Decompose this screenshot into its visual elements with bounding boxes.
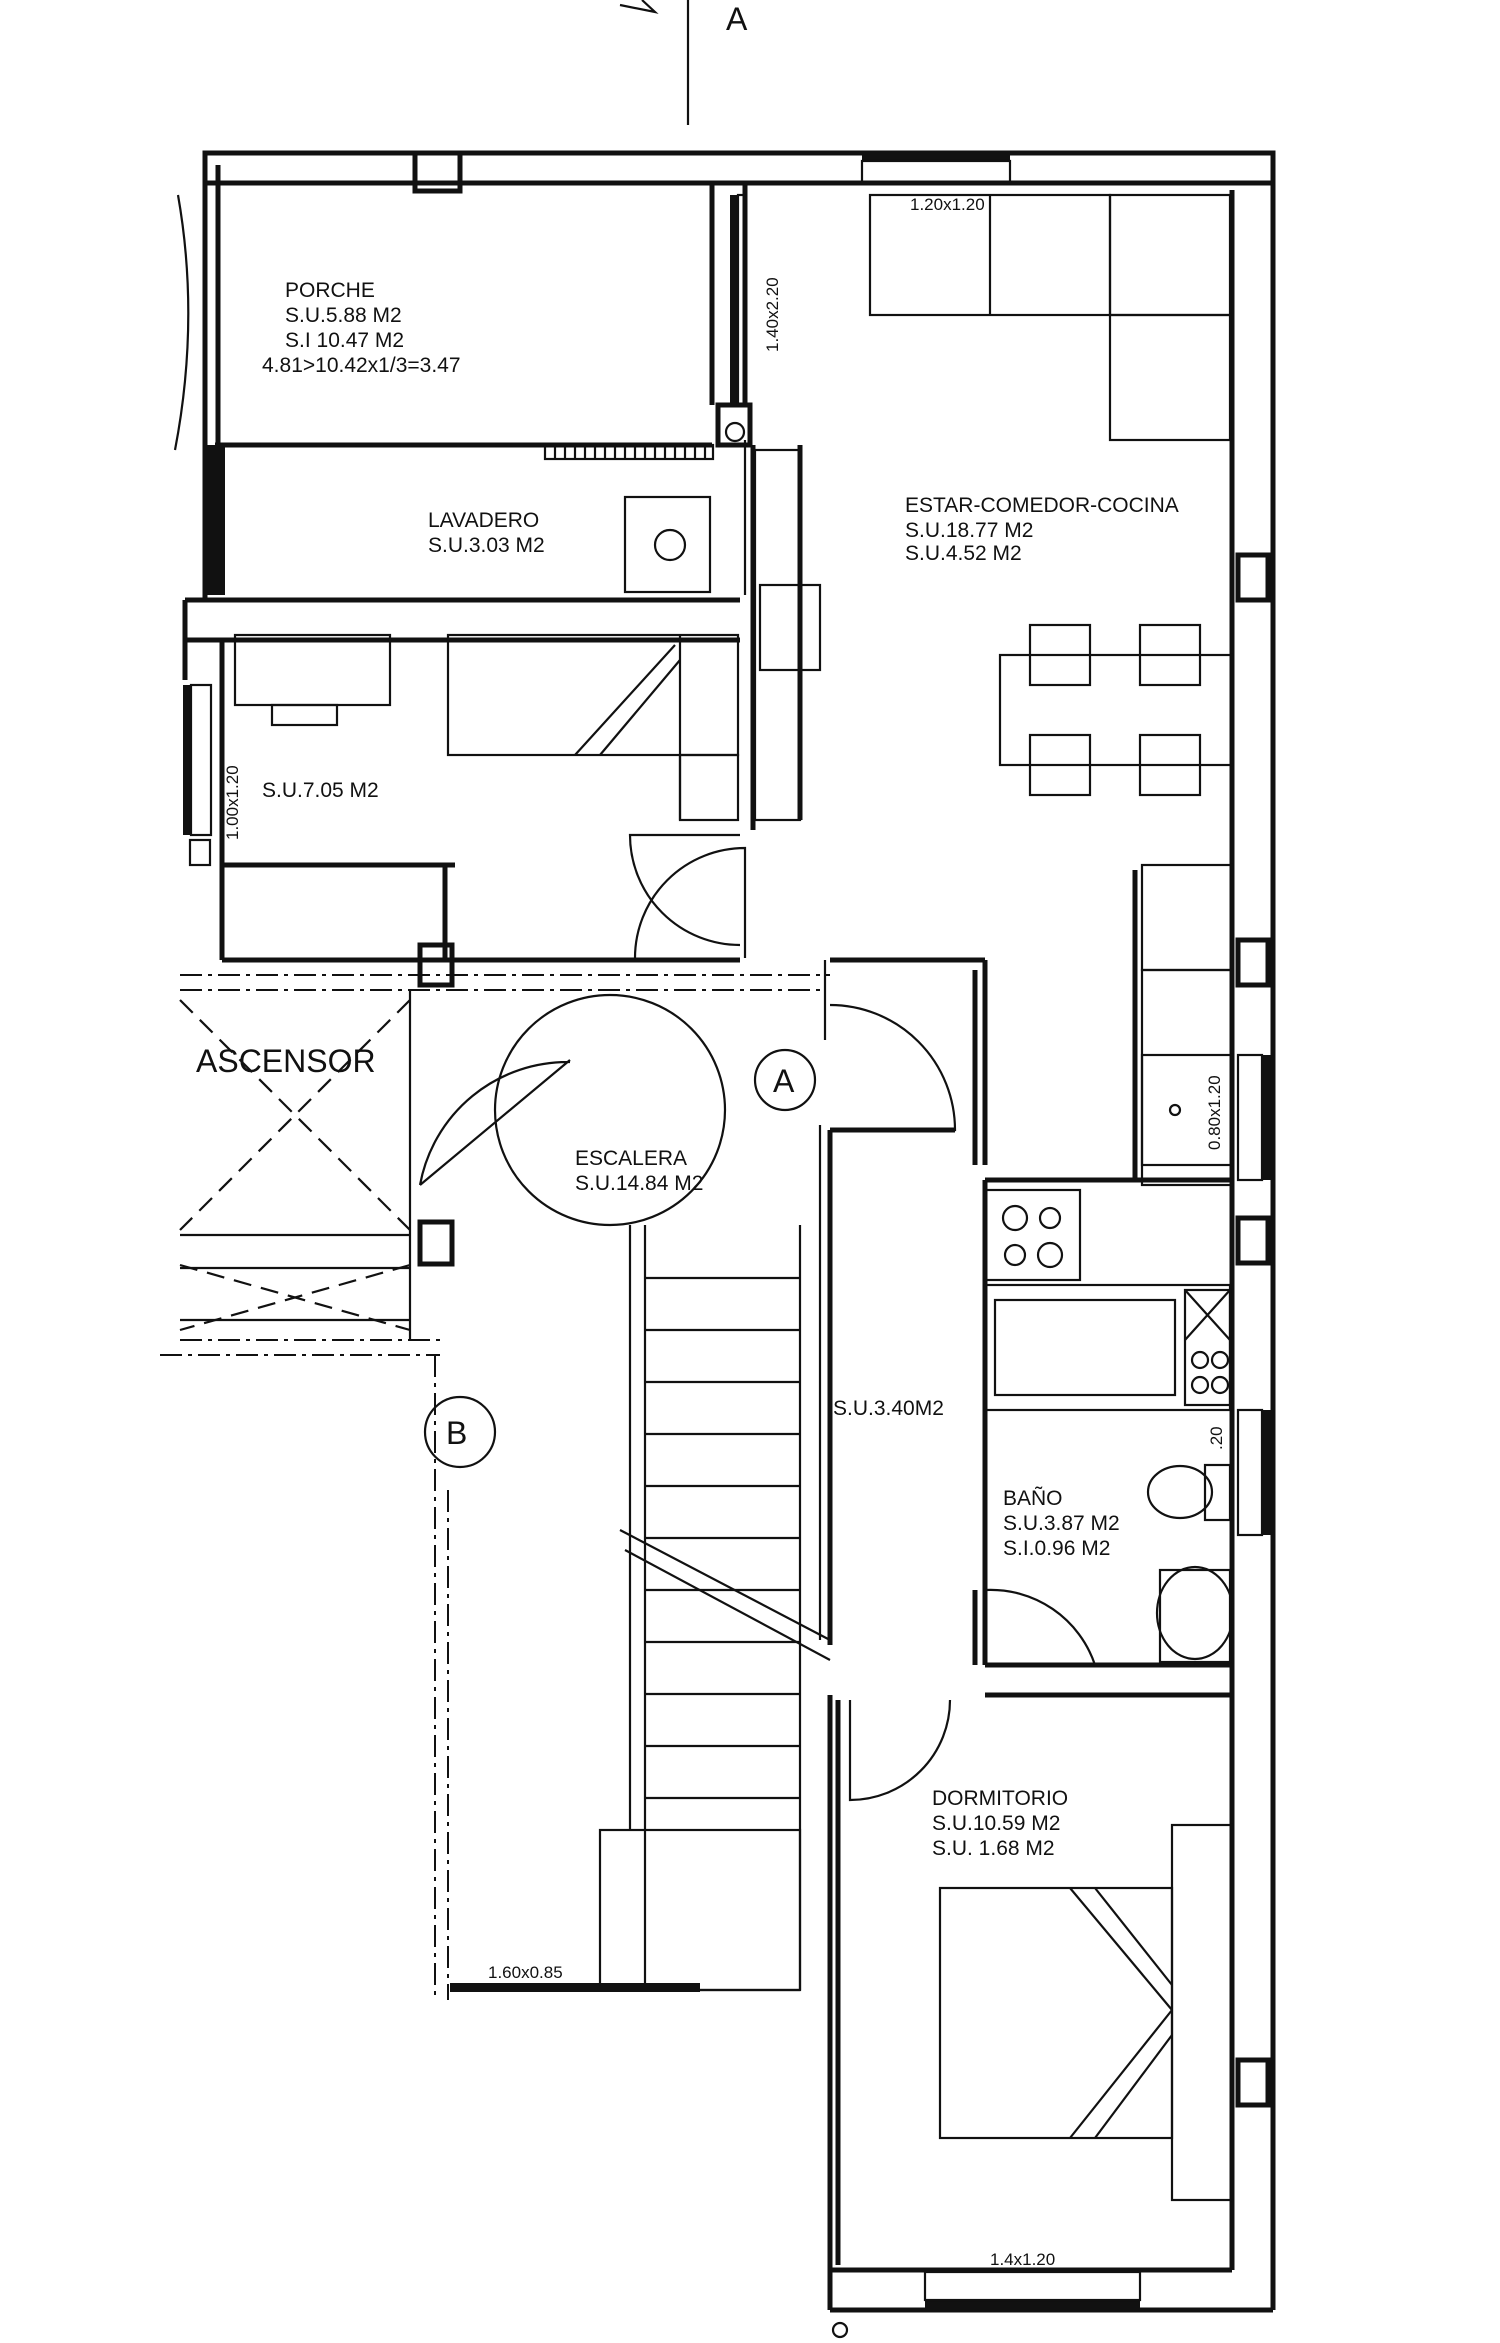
- bano-area-su: S.U.3.87 M2: [1003, 1512, 1120, 1535]
- bano-area-si: S.I.0.96 M2: [1003, 1537, 1110, 1560]
- room-estar: ESTAR-COMEDOR-COCINA S.U.18.77 M2 S.U.4.…: [905, 494, 1179, 565]
- room-porche: PORCHE S.U.5.88 M2 S.I 10.47 M2 4.81>10.…: [262, 279, 461, 377]
- window-label-left: 1.00x1.20: [223, 765, 242, 840]
- bathroom-fixtures: [1146, 1463, 1235, 1664]
- marker-a-label: A: [773, 1063, 795, 1099]
- master-bed: [938, 1823, 1234, 2202]
- section-mark-a: A: [619, 0, 748, 125]
- porche-area-su: S.U.5.88 M2: [285, 304, 402, 327]
- column-mark: [831, 2321, 849, 2339]
- bedroom-2-furniture: [233, 448, 822, 959]
- porche-formula: 4.81>10.42x1/3=3.47: [262, 354, 461, 377]
- dining-set: [998, 623, 1234, 797]
- window-label-bottom: 1.4x1.20: [990, 2250, 1055, 2269]
- window-label-top: 1.20x1.20: [910, 195, 985, 214]
- dormitorio-area-2: S.U. 1.68 M2: [932, 1837, 1055, 1860]
- staircase: [470, 1225, 831, 1992]
- exterior-arc: [173, 194, 190, 451]
- column-mark: [724, 421, 746, 443]
- estar-area-1: S.U.18.77 M2: [905, 519, 1033, 542]
- windows: [183, 153, 1272, 2309]
- marker-b: B: [423, 1395, 497, 1469]
- lavadero-name: LAVADERO: [428, 509, 539, 532]
- room-dormitorio-2: S.U.7.05 M2: [262, 779, 379, 802]
- marker-a: A: [753, 1048, 817, 1112]
- porche-area-si: S.I 10.47 M2: [285, 329, 404, 352]
- window-label-bath: .20: [1207, 1426, 1226, 1450]
- window-label-kitchen: 0.80x1.20: [1205, 1075, 1224, 1150]
- marker-b-label: B: [446, 1415, 467, 1451]
- ascensor-name: ASCENSOR: [196, 1043, 376, 1079]
- turning-circle: [493, 993, 727, 1227]
- estar-area-2: S.U.4.52 M2: [905, 542, 1022, 565]
- doors: [418, 833, 1097, 1802]
- dormitorio-area-1: S.U.10.59 M2: [932, 1812, 1060, 1835]
- dormitorio-2-area: S.U.7.05 M2: [262, 779, 379, 802]
- window-label-porche: 1.40x2.20: [763, 277, 782, 352]
- laundry-fixtures: [215, 442, 715, 594]
- bano-name: BAÑO: [1003, 1486, 1063, 1510]
- section-mark-label: A: [726, 1, 748, 37]
- escalera-area: S.U.14.84 M2: [575, 1172, 703, 1195]
- elevator-shaft: [160, 974, 830, 2000]
- window-label-stair: 1.60x0.85: [488, 1963, 563, 1982]
- pasillo-area: S.U.3.40M2: [833, 1397, 944, 1420]
- dormitorio-name: DORMITORIO: [932, 1787, 1068, 1810]
- room-lavadero: LAVADERO S.U.3.03 M2: [428, 509, 545, 557]
- room-pasillo: S.U.3.40M2: [833, 1397, 944, 1420]
- room-ascensor: ASCENSOR: [196, 1043, 376, 1079]
- kitchen-furniture: [868, 193, 1234, 1412]
- porche-name: PORCHE: [285, 279, 375, 302]
- room-bano: BAÑO S.U.3.87 M2 S.I.0.96 M2: [1003, 1486, 1120, 1560]
- estar-name: ESTAR-COMEDOR-COCINA: [905, 494, 1179, 517]
- escalera-name: ESCALERA: [575, 1147, 687, 1170]
- room-dormitorio: DORMITORIO S.U.10.59 M2 S.U. 1.68 M2: [932, 1787, 1068, 1860]
- exterior-walls: [182, 150, 1276, 2313]
- room-escalera: ESCALERA S.U.14.84 M2: [575, 1147, 703, 1195]
- lavadero-area: S.U.3.03 M2: [428, 534, 545, 557]
